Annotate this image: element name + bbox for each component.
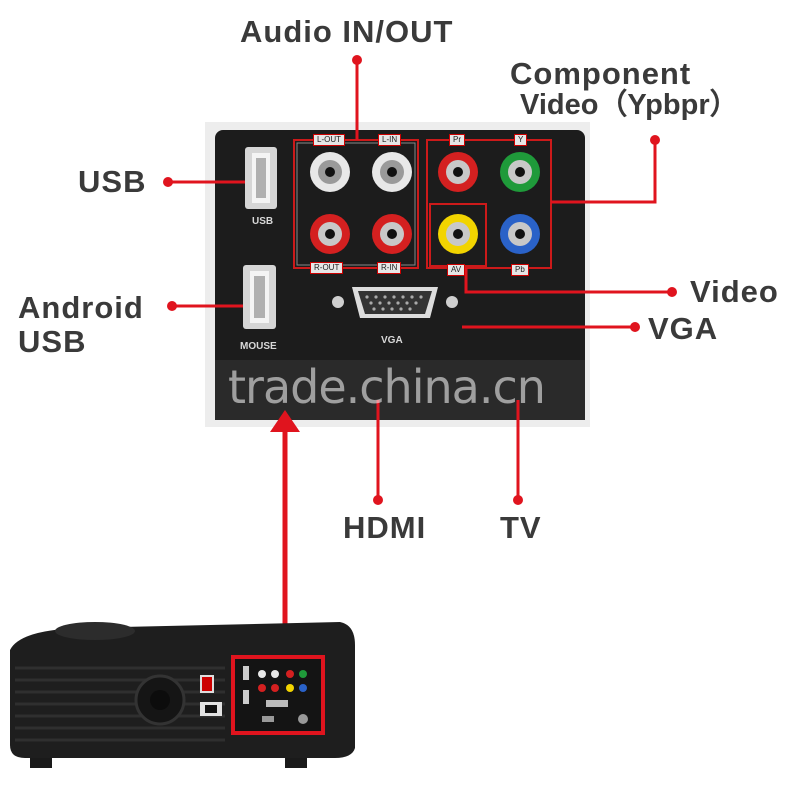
audio-group-inner (296, 142, 416, 266)
android-label-line2: USB (18, 324, 87, 359)
pb-label: Pb (511, 264, 529, 276)
r-out-jack (310, 214, 350, 254)
usb-port (245, 147, 277, 209)
tv-label: TV (500, 510, 542, 545)
y-jack (500, 152, 540, 192)
io-panel (215, 130, 585, 420)
leader-dots (163, 55, 677, 505)
watermark: trade.china.cn (228, 360, 546, 414)
pr-label: Pr (449, 134, 465, 146)
video-label: Video (690, 274, 779, 309)
connection-arrow (270, 410, 300, 655)
vga-panel-label: VGA (381, 335, 403, 346)
mouse-panel-label: MOUSE (240, 341, 277, 352)
r-in-label: R-IN (377, 262, 402, 274)
l-in-jack (372, 152, 412, 192)
component-label-line2: Video（Ypbpr） (520, 89, 739, 121)
component-group-outline (426, 139, 552, 269)
r-in-jack (372, 214, 412, 254)
vga-port (332, 287, 458, 318)
panel-lower-strip (215, 360, 585, 420)
android-usb-port (243, 265, 276, 329)
l-in-label: L-IN (378, 134, 402, 146)
vga-label: VGA (648, 311, 719, 346)
av-jack (438, 214, 478, 254)
usb-label: USB (78, 164, 147, 199)
pb-jack (500, 214, 540, 254)
audio-label: Audio IN/OUT (240, 14, 454, 49)
hdmi-label: HDMI (343, 510, 427, 545)
projector-io-panel (231, 655, 325, 735)
usb-panel-label: USB (252, 216, 274, 227)
leader-lines (168, 60, 672, 500)
l-out-jack (310, 152, 350, 192)
l-out-label: L-OUT (313, 134, 345, 146)
pr-jack (438, 152, 478, 192)
component-label-line1: Component (510, 56, 692, 91)
android-label-line1: Android (18, 290, 144, 325)
y-label: Y (514, 134, 528, 146)
av-label: AV (447, 264, 466, 276)
r-out-label: R-OUT (310, 262, 344, 274)
